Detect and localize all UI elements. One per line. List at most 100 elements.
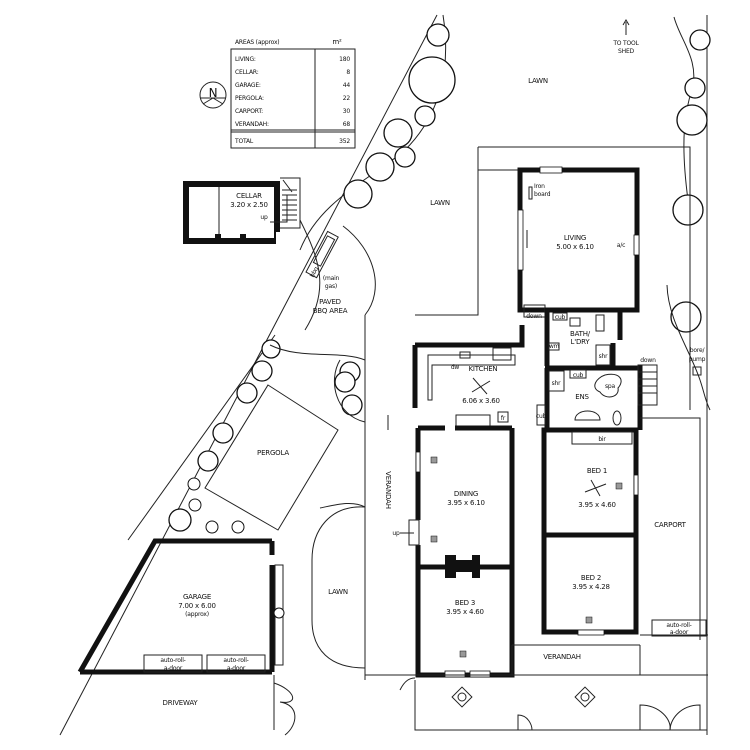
shrub-icon	[205, 520, 219, 534]
areas-table-unit: m²	[332, 38, 342, 46]
svg-text:auto-roll-: auto-roll-	[223, 657, 248, 664]
pergola: PERGOLA	[204, 384, 339, 531]
cellar-name: CELLAR	[236, 192, 262, 200]
lamp-icon	[451, 686, 473, 708]
tool-shed-arrow-icon	[622, 19, 630, 35]
tree-icon	[197, 450, 219, 472]
tree-icon	[341, 394, 363, 416]
svg-text:down: down	[640, 357, 656, 364]
bed1-name: BED 1	[587, 467, 607, 475]
living-name: LIVING	[564, 234, 586, 242]
svg-text:PERGOLA:: PERGOLA:	[235, 95, 264, 102]
living-dims: 5.00 x 6.10	[556, 243, 594, 251]
driveway: DRIVEWAY	[163, 675, 296, 736]
tree-icon	[394, 146, 416, 168]
house: Iron board a/c LIVING 5.00 x 6.10 down c…	[365, 166, 708, 731]
pergola-name: PERGOLA	[257, 449, 289, 457]
svg-text:LIVING:: LIVING:	[235, 56, 256, 63]
tree-icon	[168, 508, 192, 532]
svg-text:SHED: SHED	[618, 48, 635, 55]
areas-row-pergola: PERGOLA: 22	[235, 95, 351, 102]
svg-text:CELLAR:: CELLAR:	[235, 69, 259, 76]
svg-text:auto-roll-: auto-roll-	[160, 657, 185, 664]
svg-text:CARPORT:: CARPORT:	[235, 108, 263, 115]
garage-dims: 7.00 x 6.00	[178, 602, 216, 610]
tree-icon	[672, 194, 704, 226]
right-boundary: bore/ pump TO TOOL SHED	[612, 15, 711, 735]
bbq-area: bbq (main gas) PAVED BBQ AREA	[305, 230, 348, 315]
svg-text:shr: shr	[599, 353, 609, 360]
svg-text:auto-roll-: auto-roll-	[666, 622, 691, 629]
bore-pump-label: bore/	[690, 347, 706, 354]
kitchen-dims: 6.06 x 3.60	[462, 397, 500, 405]
tool-shed-label: TO TOOL	[612, 40, 639, 47]
svg-text:board: board	[534, 191, 551, 198]
cellar-dims: 3.20 x 2.50	[230, 201, 268, 209]
svg-text:22: 22	[343, 95, 351, 102]
verandah-label-west: VERANDAH	[384, 471, 392, 509]
garage-door-1	[143, 654, 203, 673]
bbq-unit-label: bbq	[309, 265, 320, 278]
shrub-icon	[187, 477, 201, 491]
tree-icon	[261, 339, 281, 359]
lawn-label-north: LAWN	[528, 77, 548, 85]
carport-door	[651, 619, 707, 637]
bore-pump-icon	[692, 366, 702, 376]
driveway-label: DRIVEWAY	[163, 699, 199, 707]
svg-text:8: 8	[346, 69, 350, 76]
svg-text:bir: bir	[598, 436, 606, 443]
svg-text:N: N	[209, 86, 218, 100]
ceiling-fan-icon	[471, 377, 491, 395]
cellar: CELLAR 3.20 x 2.50 up	[183, 177, 301, 244]
svg-text:BBQ AREA: BBQ AREA	[313, 307, 348, 315]
svg-text:shr: shr	[552, 380, 562, 387]
areas-row-total: TOTAL 352	[234, 138, 351, 145]
ens-name: ENS	[575, 393, 589, 401]
fireplace-icon	[445, 555, 480, 578]
svg-text:352: 352	[339, 138, 350, 145]
svg-text:VERANDAH:: VERANDAH:	[235, 121, 269, 128]
carport-name: CARPORT	[654, 521, 686, 529]
svg-text:TOTAL: TOTAL	[234, 138, 254, 145]
bath-name: BATH/	[570, 330, 591, 338]
areas-row-garage: GARAGE:44	[235, 82, 351, 89]
site-outlines	[269, 146, 691, 680]
svg-text:down: down	[526, 313, 542, 320]
svg-text:a-door: a-door	[670, 629, 689, 636]
bed2-dims: 3.95 x 4.28	[572, 583, 610, 591]
areas-row-cellar: CELLAR: 8	[235, 69, 351, 76]
areas-table-title: AREAS (approx)	[235, 39, 279, 46]
tree-icon	[365, 152, 395, 182]
tree-icon	[343, 179, 373, 209]
dining-dims: 3.95 x 6.10	[447, 499, 485, 507]
lamp-icon	[574, 686, 596, 708]
ac-label: a/c	[617, 242, 625, 249]
bed1-dims: 3.95 x 4.60	[578, 501, 616, 509]
svg-text:68: 68	[343, 121, 351, 128]
svg-text:up: up	[392, 530, 400, 537]
bed3-name: BED 3	[455, 599, 475, 607]
tree-icon	[670, 301, 702, 333]
svg-text:L'DRY: L'DRY	[571, 338, 591, 346]
bed3-dims: 3.95 x 4.60	[446, 608, 484, 616]
shrub-icon	[188, 498, 202, 512]
ceiling-fan-icon	[584, 479, 607, 497]
svg-text:a-door: a-door	[164, 665, 183, 672]
tree-icon	[383, 118, 413, 148]
tree-row	[168, 23, 456, 534]
shrub-icon	[231, 520, 245, 534]
svg-text:pump: pump	[689, 356, 706, 363]
garage-note: (approx)	[185, 611, 209, 618]
stairs-up-label: up	[260, 214, 268, 221]
tree-icon	[689, 29, 711, 51]
dining-name: DINING	[454, 490, 478, 498]
tree-icon	[251, 360, 273, 382]
tree-icon	[414, 105, 436, 127]
lawn-label-middle: LAWN	[430, 199, 450, 207]
kitchen-name: KITCHEN	[469, 365, 498, 373]
areas-row-carport: CARPORT:30	[235, 108, 351, 115]
svg-text:dw: dw	[451, 364, 460, 371]
main-gas-label: (main	[323, 275, 340, 282]
tree-icon	[236, 382, 258, 404]
tree-icon	[408, 56, 456, 104]
